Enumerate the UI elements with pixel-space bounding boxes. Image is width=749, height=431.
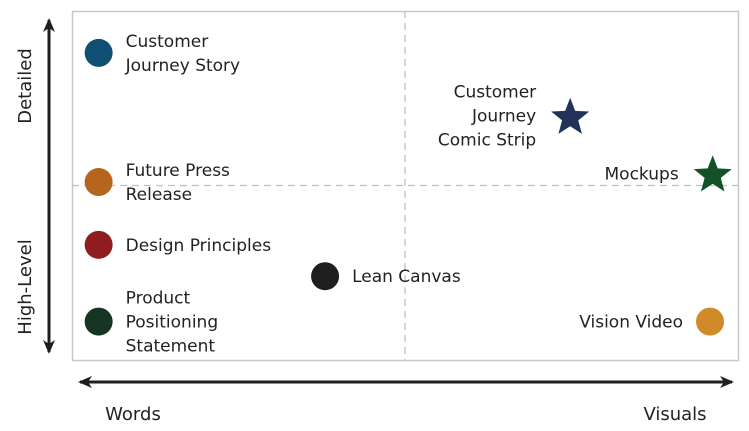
- star-marker: [693, 155, 732, 192]
- circle-marker: [84, 307, 113, 336]
- circle-marker: [311, 262, 340, 291]
- data-point: Vision Video: [579, 307, 725, 336]
- circle-marker: [84, 38, 113, 67]
- point-label: Vision Video: [579, 313, 683, 333]
- point-label: Journey Story: [125, 56, 240, 76]
- data-point: Lean Canvas: [311, 262, 461, 291]
- star-marker: [551, 97, 590, 134]
- y-axis-high-label: Detailed: [15, 48, 36, 124]
- point-label: Product: [126, 289, 191, 309]
- circle-marker: [84, 168, 113, 197]
- y-axis-low-label: High-Level: [15, 239, 36, 334]
- point-label: Release: [126, 185, 192, 205]
- point-label: Positioning: [126, 313, 218, 333]
- x-axis-low-label: Words: [105, 404, 161, 425]
- point-label: Comic Strip: [438, 131, 536, 151]
- point-label: Future Press: [126, 161, 230, 181]
- circle-marker: [696, 307, 725, 336]
- point-label: Customer: [126, 32, 209, 52]
- point-label: Design Principles: [126, 236, 272, 256]
- point-label: Statement: [126, 337, 216, 357]
- data-point: Design Principles: [84, 230, 272, 259]
- point-label: Journey: [471, 107, 536, 127]
- point-label: Lean Canvas: [352, 267, 461, 287]
- x-axis-high-label: Visuals: [643, 404, 706, 425]
- circle-marker: [84, 230, 113, 259]
- data-point: Mockups: [605, 155, 732, 192]
- point-label: Customer: [454, 83, 537, 103]
- point-label: Mockups: [605, 164, 679, 184]
